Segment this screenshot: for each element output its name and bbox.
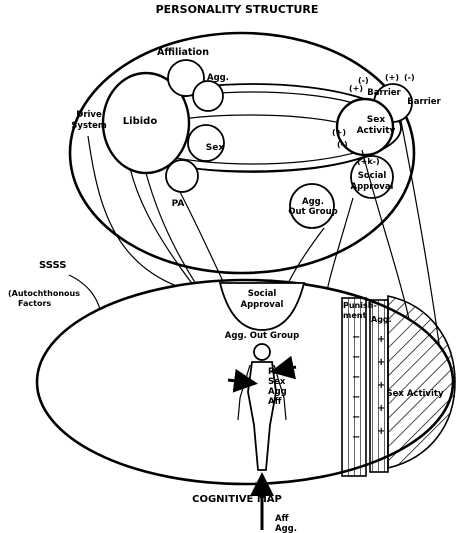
figure-label-sex: Sex	[268, 377, 286, 387]
sex-activity-bottom-label: Sex Activity	[387, 389, 444, 399]
sign-plus-2: (+)	[385, 73, 399, 82]
figure-label-aff: Aff	[268, 397, 282, 407]
punishment-sign-4: −	[352, 392, 360, 403]
agg-strip-sign-4: +	[377, 403, 385, 414]
sex-activity-top-label-line2: Activity	[357, 126, 396, 136]
sex-activity-top-label-line1: Sex	[367, 115, 386, 125]
punishment-sign-5: −	[352, 412, 360, 423]
punishment-label-line2: ment	[343, 311, 366, 320]
autochthonous-label-line1: (Autochthonous	[8, 289, 80, 298]
agg-strip-signs: +	[377, 334, 385, 345]
social-approval-top-label-line1: Social	[358, 171, 387, 181]
social-approval-label-line2: Approval	[241, 300, 284, 310]
cognitive-map-title: COGNITIVE MAP	[192, 494, 282, 505]
figure-head	[253, 343, 271, 361]
sign-minus-2: (-)	[404, 73, 415, 82]
pa-top-label: PA	[172, 199, 185, 209]
social-approval-label-line1: Social	[248, 289, 277, 299]
pa-circle	[165, 159, 199, 193]
figure-label-agg: Agg	[268, 387, 287, 397]
sign-plus-1: (+)	[349, 84, 363, 93]
agg-top-label: Agg.	[207, 73, 229, 83]
punishment-sign-2: −	[352, 352, 360, 363]
agg-out-group-top-label-line2: Out Group	[288, 207, 337, 217]
punishment-sign-3: −	[352, 372, 360, 383]
input-label-agg: Agg.	[275, 524, 297, 533]
agg-strip-sign-5: +	[377, 426, 385, 437]
punishment-sign-6: −	[352, 432, 360, 443]
hatched-region	[387, 295, 456, 470]
punishment-signs: −	[352, 332, 360, 343]
drive-system-label-line1: Drive	[76, 110, 102, 120]
figure-arrow-left	[227, 368, 258, 393]
diagram-title: PERSONALITY STRUCTURE	[156, 3, 319, 16]
agg-circle	[192, 80, 224, 112]
affiliation-label: Affiliation	[157, 47, 209, 58]
sex-top-label: Sex	[206, 143, 225, 153]
agg-out-group-top-label-line1: Agg.	[302, 197, 324, 207]
sign-plusk: (+k-)	[357, 157, 380, 166]
agg-out-group-circle	[289, 183, 335, 229]
agg-strip-sign-3: +	[377, 380, 385, 391]
libido-label: Libido	[123, 116, 158, 127]
social-approval-circle	[350, 155, 394, 199]
human-figure: PA Sex Agg Aff	[227, 343, 297, 471]
barrier-label-1: Barrier	[367, 88, 401, 98]
punishment-strip	[341, 297, 367, 477]
ssss-label: SSSS	[39, 260, 66, 271]
sign-plus-3: (+)	[332, 128, 346, 137]
social-approval-cup	[218, 282, 306, 331]
autochthonous-label-line2: Factors	[18, 299, 51, 308]
agg-strip-sign-2: +	[377, 357, 385, 368]
agg-bottom-label: Agg.	[371, 315, 392, 324]
sign-minus-1: (-)	[358, 76, 369, 85]
input-label-aff: Aff	[275, 514, 289, 524]
sex-activity-circle	[335, 97, 395, 157]
barrier-label-2: Barrier	[407, 97, 441, 107]
sex-circle	[187, 124, 225, 162]
drive-system-label-line2: System	[71, 121, 107, 131]
agg-strip	[369, 299, 389, 473]
agg-out-group-label: Agg. Out Group	[225, 331, 299, 341]
sign-minus-3: (-)	[337, 140, 348, 149]
figure-arrow-right	[270, 355, 297, 380]
punishment-label-line1: Punish-	[343, 301, 377, 310]
